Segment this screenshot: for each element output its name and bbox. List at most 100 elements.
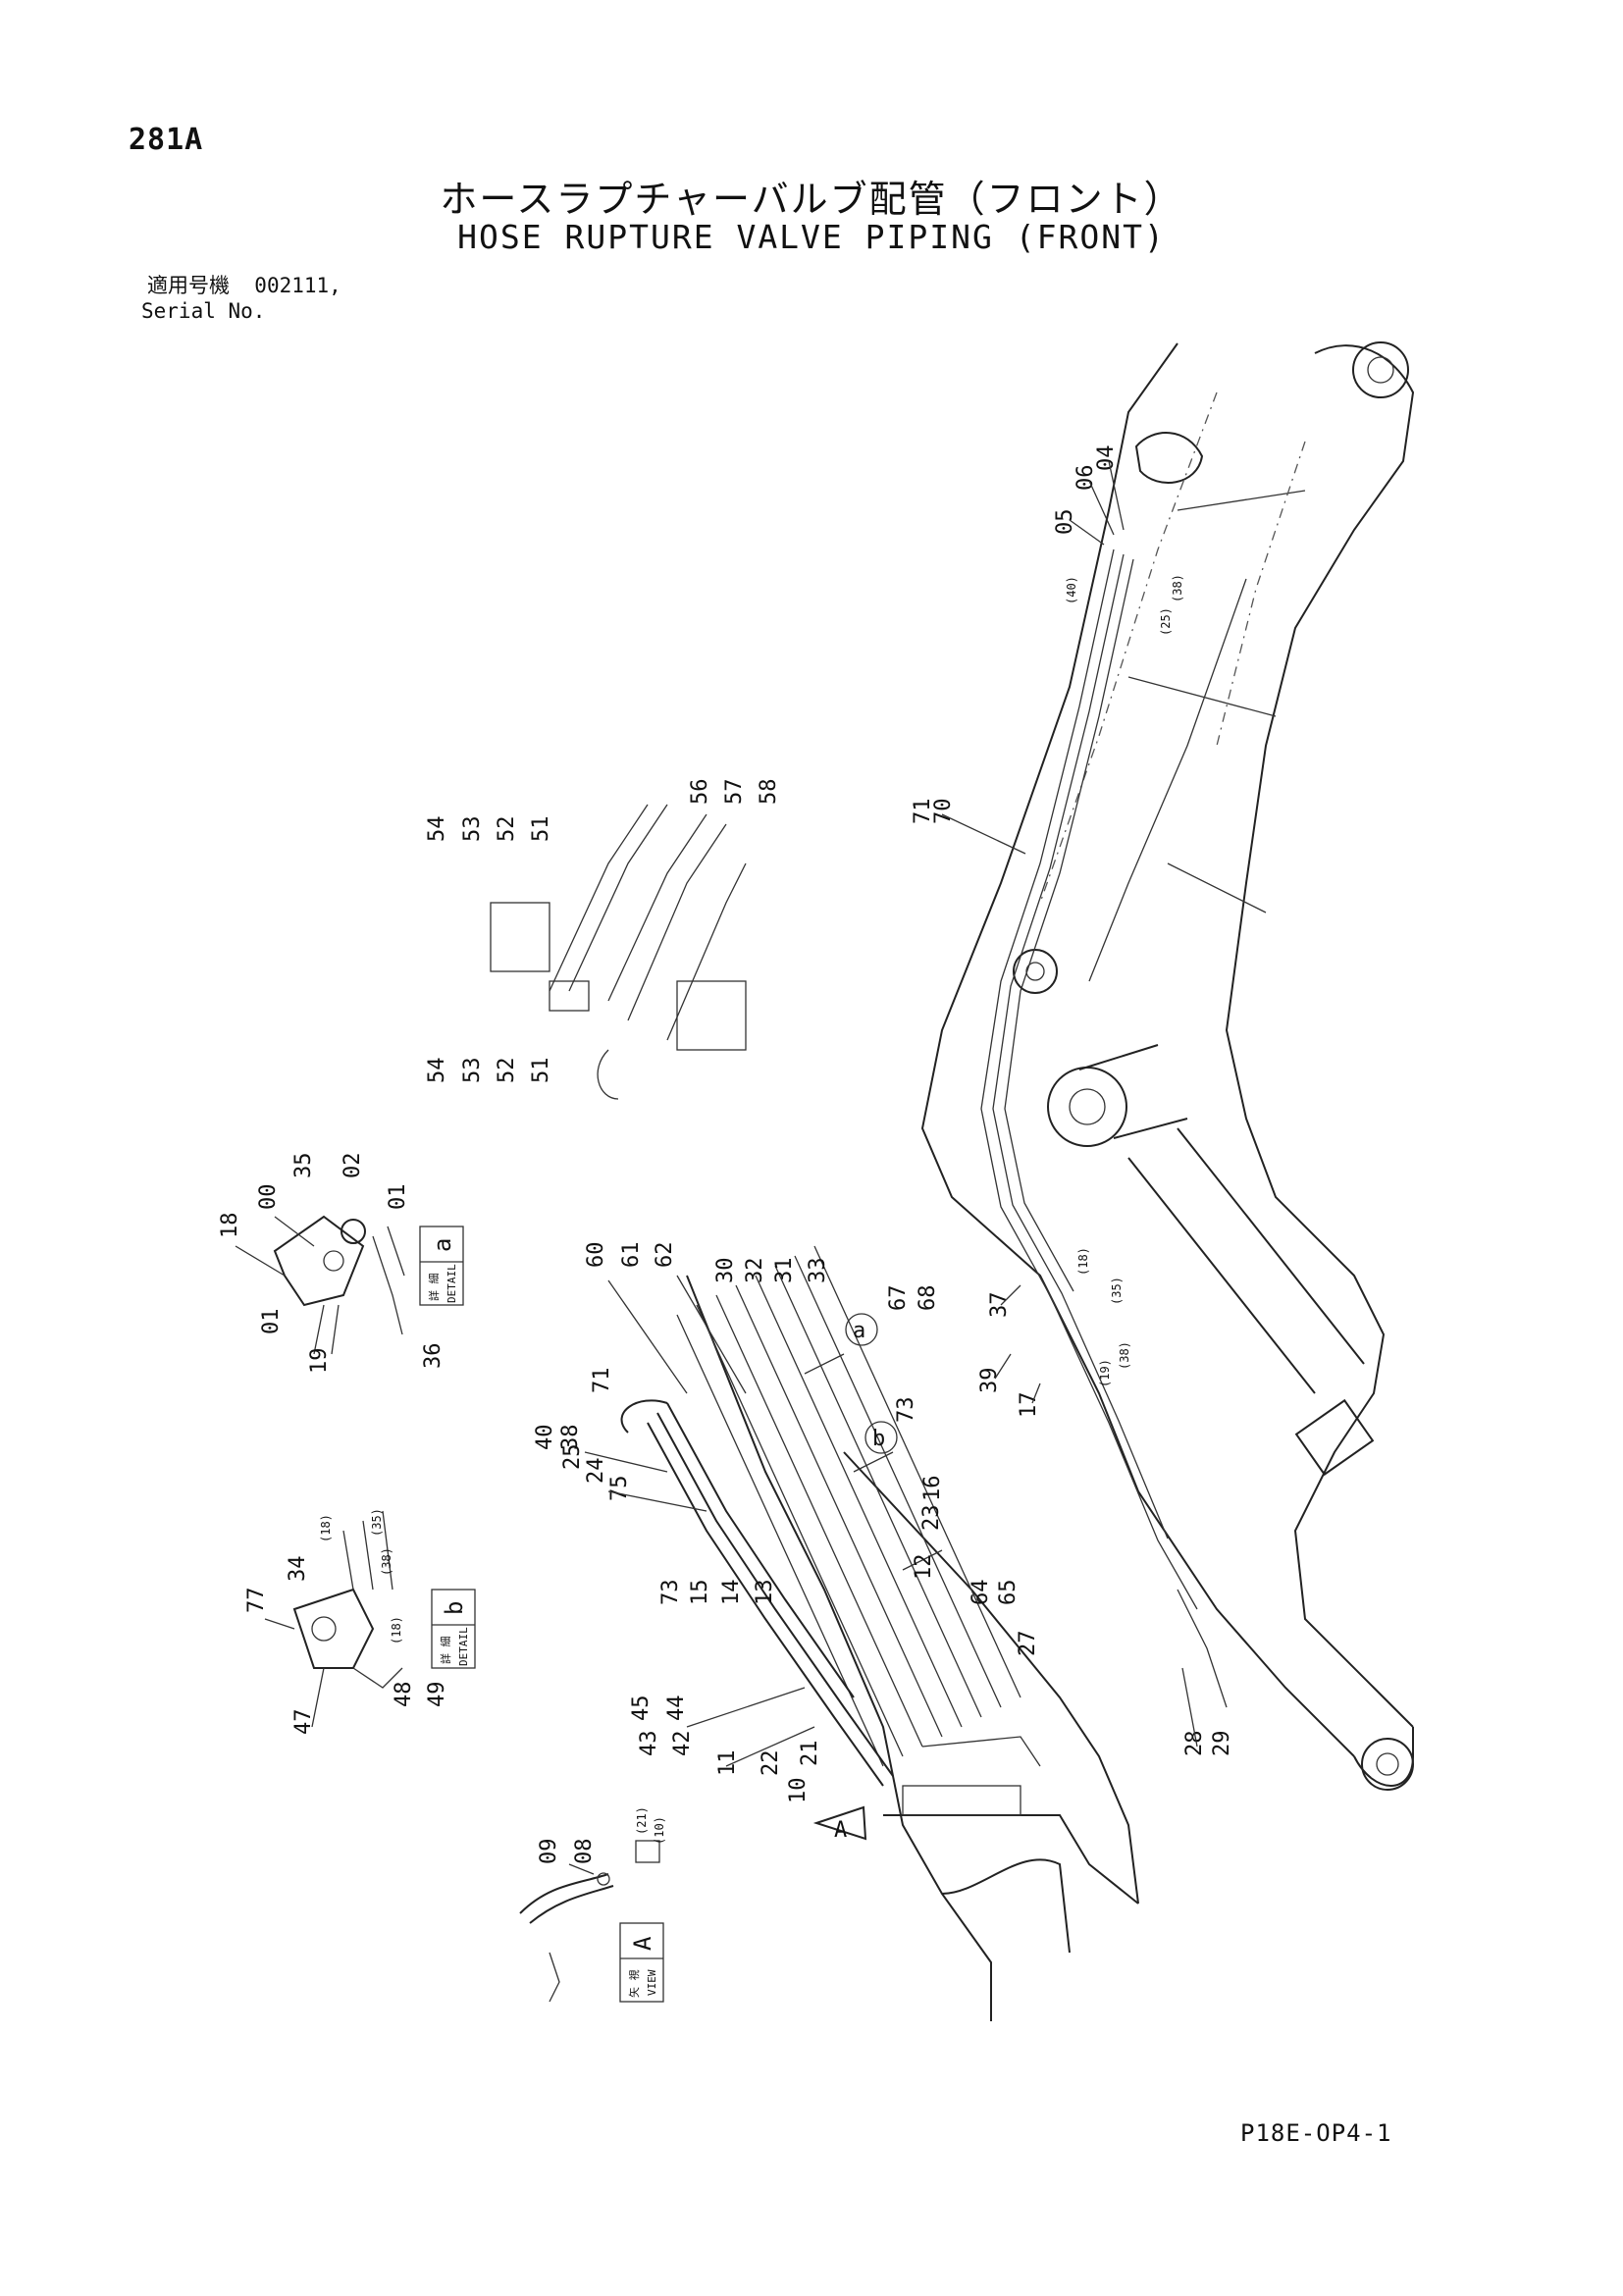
callout: 06 [1073,465,1098,492]
page-title-english: HOSE RUPTURE VALVE PIPING (FRONT) [457,218,1166,256]
view-a-letter: A [629,1936,656,1951]
callouts-main-upper: 60 61 62 30 32 31 33 67 68 73 16 71 [584,1242,945,1502]
callout: 54 [425,1058,449,1084]
callout: 14 [719,1580,744,1606]
callout: 32 [743,1258,767,1284]
hose-callout: (18) [390,1616,403,1644]
detail-b-label: 詳 細 DETAIL b [431,1589,476,1669]
callout: 04 [1094,445,1119,472]
callout: 58 [757,779,781,806]
callout: 47 [291,1709,316,1736]
document-code: P18E-OP4-1 [1240,2119,1392,2147]
hose-callout: (38) [1118,1341,1131,1370]
view-a-drawing [519,1840,660,2003]
callout: 44 [664,1696,689,1722]
callout: 08 [572,1839,597,1865]
callout: 49 [425,1682,449,1708]
callouts-detail-b: 77 34 47 48 49 (18) (35) (38) (18) [244,1508,449,1735]
callout: 31 [772,1258,797,1284]
view-arrow-a: A [812,1805,867,1843]
callout: 16 [920,1476,945,1502]
callouts-boom-lower: 37 39 17 (18) (35) (19) (38) [977,1247,1131,1418]
callout: 75 [607,1476,632,1502]
callout: 17 [1017,1392,1041,1419]
hose-callout: (40) [1065,576,1078,604]
callout: 40 [533,1425,557,1451]
callout: 48 [392,1682,416,1708]
callout: 67 [886,1285,911,1312]
callout: 24 [584,1458,608,1485]
callout: 22 [759,1750,783,1777]
callout: 36 [421,1343,445,1370]
circle-ref-b: b [864,1421,898,1454]
callout: 65 [996,1580,1021,1606]
callout: 18 [218,1213,242,1239]
detail-a-label: 詳 細 DETAIL a [419,1226,464,1306]
callout: 10 [786,1778,811,1804]
callout: 01 [386,1184,410,1211]
callout: 53 [460,816,485,843]
callout: 27 [1016,1631,1040,1657]
callouts-view-a: 09 08 (21) (10) [537,1806,666,1864]
callouts-boom-mid: 71 70 [911,799,956,825]
upper-structure-frame [620,1245,1139,2021]
detail-b-en: DETAIL [457,1627,470,1666]
detail-b-jp: 詳 細 [439,1636,452,1664]
callout: 02 [340,1153,365,1179]
callout: 62 [653,1242,677,1269]
view-arrow-letter: A [834,1818,847,1843]
hose-callout: (21) [635,1806,649,1835]
hose-callout: (19) [1098,1359,1112,1387]
callout: 52 [495,816,519,843]
callout: 29 [1210,1731,1234,1757]
callout: 35 [291,1153,316,1179]
callout: 57 [722,779,747,806]
detail-a-en: DETAIL [445,1264,458,1303]
callouts-main-left: 40 38 25 24 75 73 15 14 13 23 12 64 65 [533,1425,1021,1606]
callout: 13 [753,1580,777,1606]
detail-a-jp: 詳 細 [427,1273,441,1301]
callout: 51 [529,816,553,843]
callout: 70 [931,799,956,825]
callout: 73 [658,1580,683,1606]
callout: 37 [987,1292,1012,1319]
callouts-boom-top: 05 06 04 (40) (25) (38) [1053,445,1184,637]
hose-callout: (35) [370,1508,384,1537]
callout: 39 [977,1368,1002,1394]
callout: 71 [911,799,935,825]
callout: 64 [969,1580,993,1606]
callout: 25 [560,1444,585,1471]
callout: 77 [244,1588,269,1614]
callout: 71 [590,1368,614,1394]
callout: 00 [256,1184,281,1211]
callouts-main-lower: 45 44 43 42 11 22 21 10 27 [629,1631,1040,1804]
callout: 51 [529,1058,553,1084]
callout: 60 [584,1242,608,1269]
hose-callout: (18) [319,1514,333,1542]
callout: 52 [495,1058,519,1084]
hose-callout: (25) [1159,607,1173,636]
callout: 33 [806,1258,830,1284]
detail-a-drawing [273,1215,405,1355]
callout: 15 [688,1580,712,1606]
callout: 12 [912,1554,936,1581]
callout: 45 [629,1696,654,1722]
detail-b-drawing [292,1510,403,1689]
callout: 61 [619,1242,644,1269]
view-a-en: VIEW [646,1969,658,1996]
callouts-clamp-detail: 54 53 52 51 56 57 58 54 53 52 51 [425,779,781,1084]
hose-callout: (10) [653,1816,666,1845]
page-number: 281A [129,123,204,157]
callout: 42 [670,1731,695,1757]
callout: 56 [688,779,712,806]
view-a-jp: 矢 視 [627,1969,641,1998]
callout: 68 [916,1285,940,1312]
callout: 54 [425,816,449,843]
hose-callout: (18) [1076,1247,1090,1276]
circle-ref-a: a [845,1313,878,1346]
callout: 01 [259,1309,284,1335]
callout: 53 [460,1058,485,1084]
serial-label-jp: 適用号機 [147,274,230,297]
hose-callout: (38) [380,1547,393,1576]
